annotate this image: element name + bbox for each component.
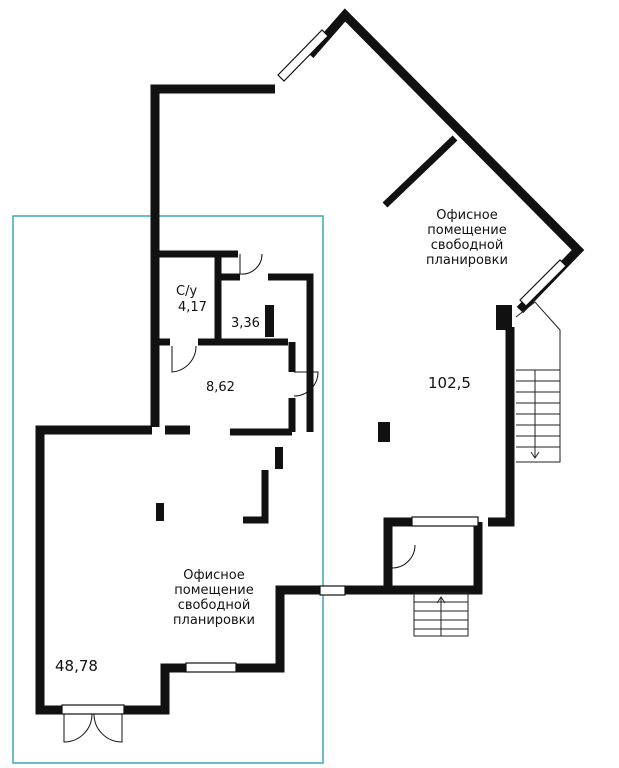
stairs-right — [515, 301, 561, 463]
office-small-line2: помещение — [174, 583, 254, 598]
room-label-office-large: Офисное помещение свободной планировки — [426, 208, 508, 268]
room-area-hall: 8,62 — [206, 380, 235, 395]
office-large-line1: Офисное — [436, 208, 498, 223]
interior-walls — [155, 135, 458, 524]
office-large-line4: планировки — [426, 253, 508, 268]
columns — [156, 305, 512, 521]
room-label-office-small: Офисное помещение свободной планировки — [173, 568, 255, 628]
room-label-wc: С/у — [176, 284, 198, 299]
office-small-line4: планировки — [173, 613, 255, 628]
office-small-line1: Офисное — [183, 568, 245, 583]
windows — [61, 29, 567, 715]
stairs-bottom — [413, 592, 469, 637]
office-small-line3: свободной — [177, 598, 251, 613]
doors — [63, 253, 416, 743]
selected-area-outline — [12, 215, 324, 764]
room-area-office-small: 48,78 — [55, 657, 98, 675]
room-area-office-large: 102,5 — [428, 374, 471, 392]
office-large-line2: помещение — [427, 223, 507, 238]
room-area-wc: 4,17 — [178, 300, 207, 315]
office-large-line3: свободной — [430, 238, 504, 253]
room-area-storage: 3,36 — [231, 316, 260, 331]
